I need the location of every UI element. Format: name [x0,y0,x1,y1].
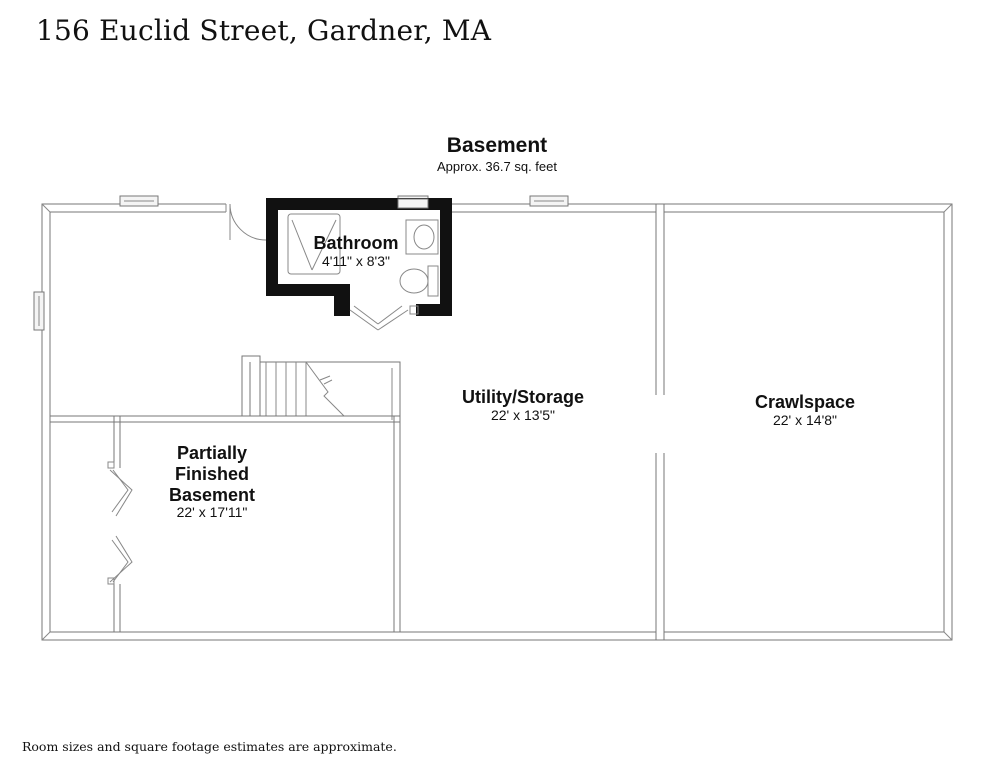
room-utility-storage: Utility/Storage 22' x 13'5" [462,387,584,423]
room-name-crawlspace: Crawlspace [755,392,855,412]
room-name-bathroom: Bathroom [314,233,399,253]
room-dims-utility: 22' x 13'5" [491,407,555,423]
interior-walls [50,415,401,632]
floor-area: Approx. 36.7 sq. feet [437,159,557,174]
room-name-partial-line-3: Basement [169,485,255,505]
windows [33,195,569,331]
room-partially-finished-basement: Partially Finished Basement 22' x 17'11" [169,443,255,520]
stairs [241,355,401,420]
room-bathroom: Bathroom 4'11" x 8'3" [314,233,399,269]
room-name-utility: Utility/Storage [462,387,584,407]
property-address: 156 Euclid Street, Gardner, MA [36,14,492,47]
room-name-partial-line-2: Finished [175,464,249,484]
approximation-note: Room sizes and square footage estimates … [22,739,397,754]
room-name-partial-line-1: Partially [177,443,247,463]
room-dims-partial: 22' x 17'11" [177,504,248,520]
bathroom-walls [266,198,452,331]
room-crawlspace: Crawlspace 22' x 14'8" [755,392,855,428]
room-dims-bathroom: 4'11" x 8'3" [322,253,390,269]
room-dims-crawlspace: 22' x 14'8" [773,412,837,428]
entry-door [225,203,267,241]
floor-title: Basement [447,134,547,157]
